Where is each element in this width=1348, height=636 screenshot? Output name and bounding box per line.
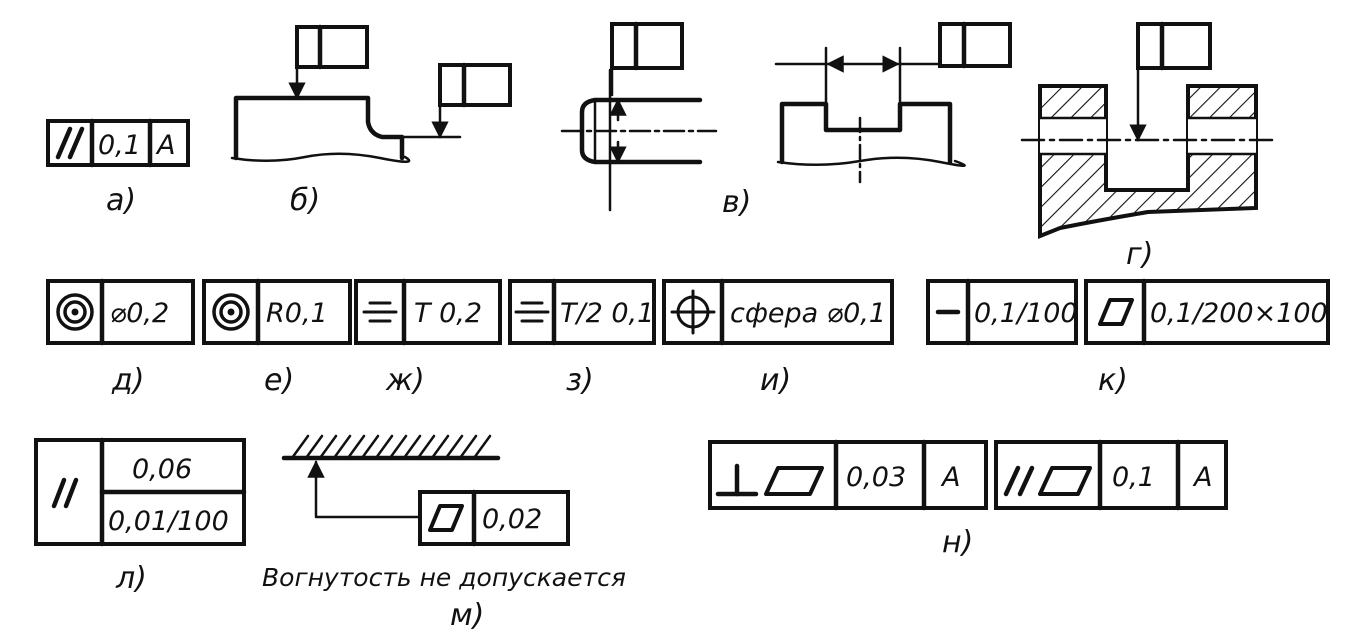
- drawing-b: [230, 24, 512, 163]
- label-m: м): [450, 598, 484, 633]
- parallelism-icon: [55, 126, 85, 160]
- note-m: Вогнутость не допускается: [262, 563, 626, 592]
- frame-a: 0,1 А: [46, 118, 190, 168]
- flatness-icon: [1038, 466, 1092, 496]
- frame-n1-value: 0,03: [846, 462, 906, 493]
- perpendicularity-icon: [715, 463, 759, 497]
- symmetry-icon: [362, 301, 398, 323]
- label-e: е): [264, 363, 294, 398]
- frame-z: T/2 0,1: [508, 278, 656, 346]
- frame-d: ⌀0,2: [46, 278, 195, 346]
- frame-k1: 0,1/100: [926, 278, 1078, 346]
- label-v: в): [722, 185, 751, 220]
- concentricity-icon: [212, 293, 250, 331]
- drawing-m: 0,02: [281, 434, 570, 547]
- flatness-icon: [764, 466, 824, 496]
- frame-m-value: 0,02: [482, 504, 542, 535]
- label-z: з): [566, 363, 594, 398]
- label-i: и): [760, 363, 791, 398]
- drawing-v: [560, 21, 718, 212]
- position-icon: [670, 289, 716, 335]
- frame-i-value: сфера ⌀0,1: [730, 298, 886, 329]
- frame-e: R0,1: [202, 278, 352, 346]
- frame-l-value-top: 0,06: [132, 454, 192, 485]
- drawing-g: [1020, 21, 1274, 239]
- frame-l: 0,06 0,01/100: [34, 437, 247, 547]
- frame-l-value-bottom: 0,01/100: [108, 506, 229, 537]
- label-l: л): [115, 561, 147, 596]
- frame-k1-value: 0,1/100: [974, 298, 1078, 329]
- label-d: д): [111, 363, 144, 398]
- drawing-slot: [774, 21, 1012, 184]
- flatness-icon: [428, 504, 464, 532]
- label-n: н): [942, 525, 973, 560]
- label-a: а): [106, 183, 136, 218]
- parallelism-icon: [51, 477, 79, 509]
- frame-n2-value: 0,1: [1112, 462, 1155, 493]
- frame-zh: T 0,2: [354, 278, 502, 346]
- label-g: г): [1126, 237, 1153, 272]
- flatness-icon: [1098, 298, 1134, 326]
- frame-n1-datum: А: [940, 462, 960, 493]
- frame-n2: 0,1 А: [994, 439, 1228, 511]
- label-zh: ж): [385, 363, 425, 398]
- concentricity-icon: [56, 293, 94, 331]
- frame-k2-value: 0,1/200×100: [1150, 298, 1328, 329]
- label-k: к): [1098, 363, 1128, 398]
- frame-e-value: R0,1: [266, 298, 328, 329]
- frame-n2-datum: А: [1192, 462, 1212, 493]
- symmetry-icon: [514, 301, 550, 323]
- frame-i: сфера ⌀0,1: [662, 278, 894, 346]
- frame-zh-value: T 0,2: [414, 298, 482, 329]
- frame-n1: 0,03 А: [708, 439, 988, 511]
- label-b: б): [290, 183, 320, 218]
- frame-z-value: T/2 0,1: [560, 298, 654, 329]
- parallelism-icon: [1003, 465, 1035, 497]
- frame-k2: 0,1/200×100: [1084, 278, 1330, 346]
- frame-d-value: ⌀0,2: [110, 298, 169, 329]
- frame-a-datum: А: [155, 130, 175, 161]
- frame-a-value: 0,1: [98, 130, 141, 161]
